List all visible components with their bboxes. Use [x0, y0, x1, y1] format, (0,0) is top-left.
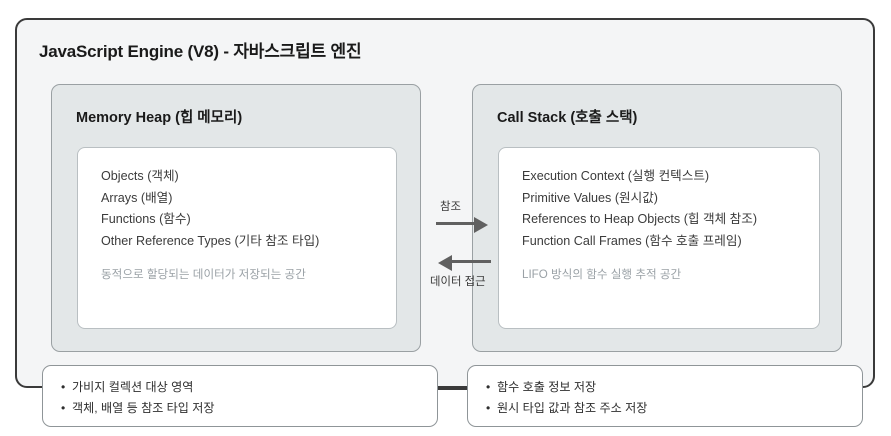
note-boxes-connector — [438, 387, 468, 390]
call-stack-note: LIFO 방식의 함수 실행 추적 공간 — [522, 268, 682, 281]
memory-heap-title: Memory Heap (힙 메모리) — [76, 110, 243, 126]
memory-heap-item-list: Objects (객체) Arrays (배열) Functions (함수) … — [101, 166, 396, 252]
call-stack-content-box: Execution Context (실행 컨텍스트) Primitive Va… — [498, 147, 820, 329]
call-stack-notes-list: 함수 호출 정보 저장 원시 타입 값과 참조 주소 저장 — [486, 377, 862, 419]
javascript-engine-container: JavaScript Engine (V8) - 자바스크립트 엔진 Memor… — [15, 18, 875, 388]
call-stack-title: Call Stack (호출 스택) — [497, 110, 638, 126]
data-access-arrow-line — [451, 260, 491, 263]
call-stack-panel: Call Stack (호출 스택) Execution Context (실행… — [472, 84, 842, 352]
call-stack-item-list: Execution Context (실행 컨텍스트) Primitive Va… — [522, 166, 819, 252]
list-item: Functions (함수) — [101, 212, 191, 226]
memory-heap-note: 동적으로 할당되는 데이터가 저장되는 공간 — [101, 268, 306, 281]
list-item: Execution Context (실행 컨텍스트) — [522, 169, 710, 183]
list-item: Objects (객체) — [101, 169, 179, 183]
list-item: References to Heap Objects (힙 객체 참조) — [522, 212, 758, 226]
memory-heap-notes-list: 가비지 컬렉션 대상 영역 객체, 배열 등 참조 타입 저장 — [61, 377, 437, 419]
list-item: 객체, 배열 등 참조 타입 저장 — [61, 398, 437, 419]
call-stack-notes-box: 함수 호출 정보 저장 원시 타입 값과 참조 주소 저장 — [467, 365, 863, 427]
reference-arrow-label: 참조 — [440, 201, 461, 213]
arrow-left-icon — [438, 255, 452, 271]
heap-stack-arrow-group: 참조 데이터 접근 — [430, 180, 492, 295]
memory-heap-panel: Memory Heap (힙 메모리) Objects (객체) Arrays … — [51, 84, 421, 352]
list-item: 가비지 컬렉션 대상 영역 — [61, 377, 437, 398]
memory-heap-content-box: Objects (객체) Arrays (배열) Functions (함수) … — [77, 147, 397, 329]
engine-title: JavaScript Engine (V8) - 자바스크립트 엔진 — [39, 42, 362, 61]
list-item: Function Call Frames (함수 호출 프레임) — [522, 233, 742, 248]
memory-heap-notes-box: 가비지 컬렉션 대상 영역 객체, 배열 등 참조 타입 저장 — [42, 365, 438, 427]
data-access-arrow-label: 데이터 접근 — [430, 276, 486, 288]
reference-arrow-line — [436, 222, 476, 225]
arrow-right-icon — [474, 217, 488, 233]
list-item: Other Reference Types (기타 참조 타입) — [101, 233, 320, 248]
list-item: Primitive Values (원시값) — [522, 190, 658, 205]
list-item: Arrays (배열) — [101, 190, 173, 205]
list-item: 함수 호출 정보 저장 — [486, 377, 862, 398]
list-item: 원시 타입 값과 참조 주소 저장 — [486, 398, 862, 419]
